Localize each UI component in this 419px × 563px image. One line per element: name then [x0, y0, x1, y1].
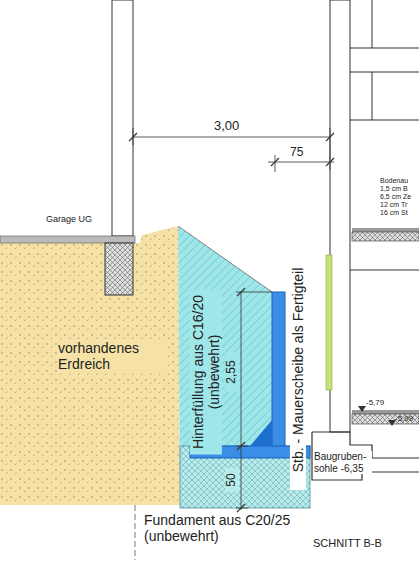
dimension-text: 75 — [290, 146, 303, 160]
note-text: 1,5 cm B — [380, 185, 408, 193]
title-text: SCHNITT B-B — [313, 537, 382, 550]
room-label: Garage UG — [46, 214, 92, 224]
region-label: Hinterfüllung aus C16/20 (unbewehrt) — [190, 290, 222, 455]
part-label: Stb. - Mauerscheibe als Fertigteil — [290, 250, 306, 490]
note-text: 16 cm St — [380, 209, 408, 217]
part-label: Fundament aus C20/25 (unbewehrt) — [144, 512, 314, 544]
region-label: vorhandenes Erdreich — [58, 340, 168, 372]
level-label: -5,79 — [366, 398, 384, 407]
note-text: 6,5 cm Ze — [380, 193, 411, 201]
dimension-text: 2,55 — [225, 352, 239, 392]
dimension-text: 50 — [225, 468, 239, 492]
level-label: Baugruben- sohle -6,35 — [314, 451, 372, 474]
dimension-text: 3,00 — [214, 119, 239, 134]
note-text: 12 cm Tr — [380, 201, 407, 209]
note-text: Bodenau — [380, 177, 408, 185]
level-label: -5,99 — [395, 414, 413, 423]
